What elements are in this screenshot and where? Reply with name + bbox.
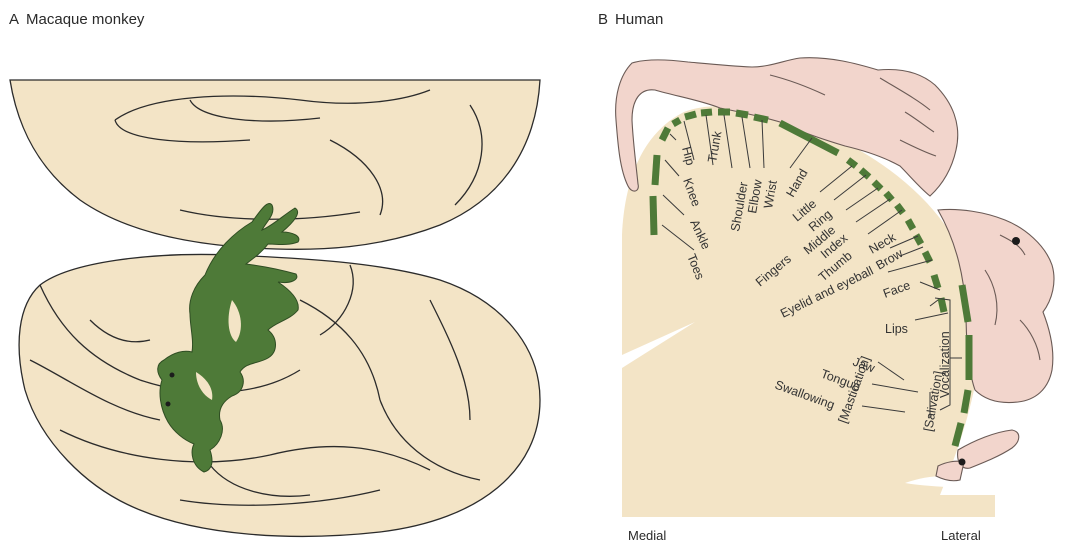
tongue-drawing bbox=[958, 430, 1019, 468]
label-vocalization: Vocalization bbox=[938, 331, 952, 398]
label-lips: Lips bbox=[885, 322, 908, 336]
medial-label: Medial bbox=[628, 528, 666, 543]
lateral-label: Lateral bbox=[941, 528, 981, 543]
